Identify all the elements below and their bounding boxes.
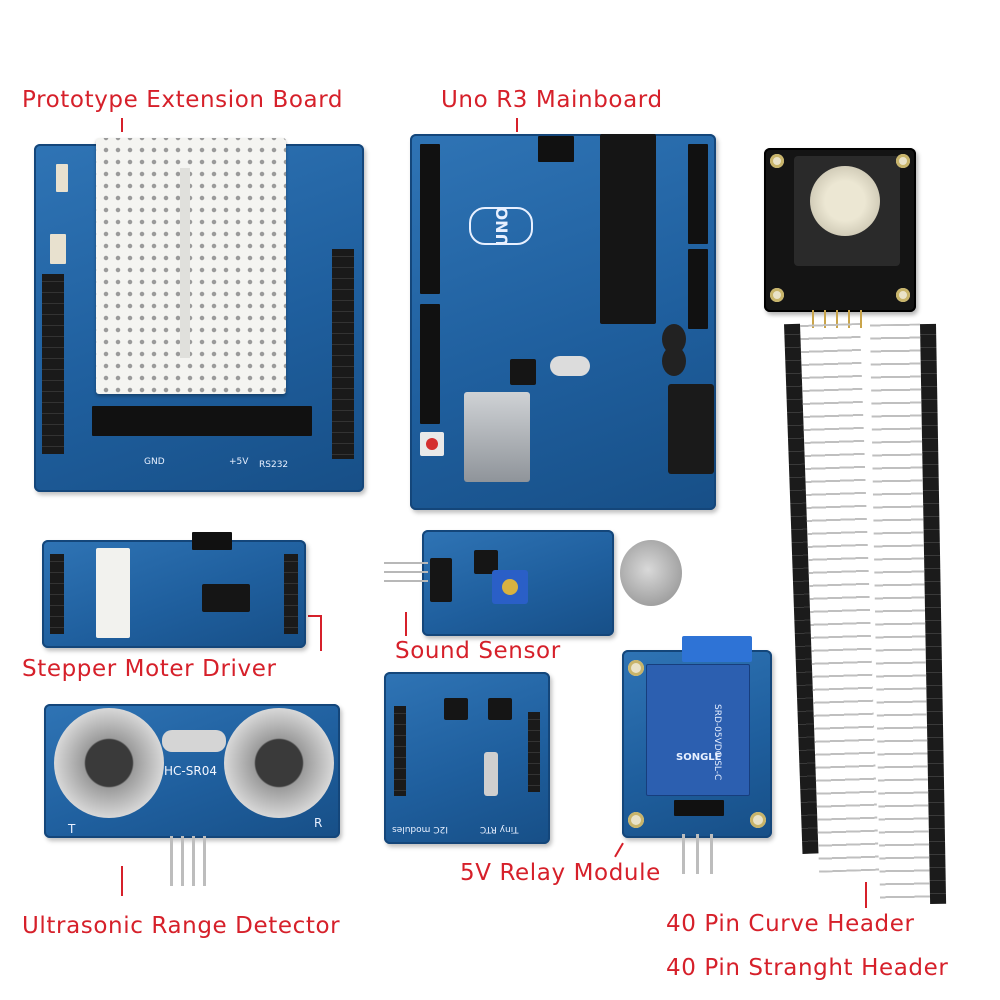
label-uno-r3-mainboard: Uno R3 Mainboard — [441, 87, 663, 113]
mount-hole — [896, 288, 910, 302]
relay-brand-text: SONGLE — [676, 752, 722, 763]
relay-module: SRD-05VDC-SL-C SONGLE — [622, 636, 772, 838]
stepper-motor-connector — [96, 548, 130, 638]
uno-r3-mainboard: UNO — [410, 134, 716, 510]
reset-button — [420, 432, 444, 456]
ultrasonic-range-detector: HC-SR04 T R — [44, 704, 340, 838]
songle-relay: SRD-05VDC-SL-C SONGLE — [646, 664, 750, 796]
rtc-tiny-text: Tiny RTC — [480, 824, 519, 834]
reset-button — [56, 164, 68, 192]
silk-gnd: GND — [144, 457, 165, 467]
mini-breadboard — [96, 138, 286, 394]
sensor-model-text: HC-SR04 — [164, 764, 217, 778]
reset-button-cap — [426, 438, 438, 450]
leader-line-prototype — [121, 118, 123, 132]
usb-b-connector — [464, 392, 530, 482]
leader-line-stepper-h — [308, 615, 322, 617]
uno-logo: UNO — [492, 206, 512, 247]
prototype-extension-board: GND +5V RS232 — [34, 138, 364, 492]
relay-model-text: SRD-05VDC-SL-C — [712, 704, 722, 781]
breadboard-center-channel — [180, 168, 190, 358]
label-prototype-extension-board: Prototype Extension Board — [22, 87, 344, 113]
stepper-left-pins — [50, 554, 64, 634]
uln2003-chip — [202, 584, 250, 612]
bottom-socket-header — [92, 406, 312, 436]
ultrasonic-crystal — [162, 730, 226, 752]
joystick-knob — [810, 166, 880, 236]
relay-pins — [682, 834, 722, 874]
capacitor-2 — [662, 346, 686, 376]
potentiometer-screw — [502, 579, 518, 595]
label-sound-sensor: Sound Sensor — [395, 638, 561, 664]
stepper-right-pins — [284, 554, 298, 634]
silk-rs232: RS232 — [259, 460, 289, 470]
leader-line-uno — [516, 118, 518, 132]
label-40-pin-straight-header: 40 Pin Stranght Header — [666, 955, 949, 981]
leader-line-ultrasonic — [121, 866, 123, 896]
right-pin-header — [332, 249, 354, 459]
rtc-crystal — [484, 752, 498, 796]
rtc-modules-text: I2C modules — [392, 824, 448, 834]
label-40-pin-curve-header: 40 Pin Curve Header — [666, 911, 915, 937]
digital-header-upper — [420, 144, 440, 294]
leader-line-headers — [865, 882, 867, 908]
sound-sensor-pins — [384, 562, 428, 586]
dc-power-jack — [668, 384, 714, 474]
rtc-left-pins — [394, 706, 406, 796]
label-5v-relay-module: 5V Relay Module — [460, 860, 661, 886]
sound-sensor — [422, 530, 614, 636]
analog-header — [688, 144, 708, 244]
rtc-chip-1 — [444, 698, 468, 720]
digital-header-lower — [420, 304, 440, 424]
relay-screw-terminal — [682, 636, 752, 662]
mount-hole — [896, 154, 910, 168]
crystal-oscillator — [550, 356, 590, 376]
sensor-t-text: T — [68, 822, 76, 836]
leader-line-relay — [614, 842, 624, 858]
ultrasonic-receiver — [224, 708, 334, 818]
mount-hole — [770, 288, 784, 302]
stepper-motor-driver — [42, 532, 306, 648]
silk-5v: +5V — [229, 457, 249, 467]
potentiometer — [492, 570, 528, 604]
mount-hole — [628, 660, 644, 676]
left-pin-header — [42, 274, 64, 454]
relay-pin-header — [674, 800, 724, 816]
tiny-rtc-module: I2C modules Tiny RTC — [384, 672, 550, 844]
jumper-header — [192, 532, 232, 550]
atmega-microcontroller — [600, 134, 656, 324]
mount-hole — [770, 154, 784, 168]
sensor-r-text: R — [314, 816, 323, 830]
mount-hole — [628, 812, 644, 828]
microphone — [620, 540, 682, 606]
usb-chip — [510, 359, 536, 385]
ultrasonic-transmitter — [54, 708, 164, 818]
ultrasonic-pins — [170, 836, 214, 886]
sound-sensor-header — [430, 558, 452, 602]
rtc-right-pins — [528, 712, 540, 792]
mount-hole — [750, 812, 766, 828]
rtc-chip-2 — [488, 698, 512, 720]
label-stepper-moter-driver: Stepper Moter Driver — [22, 656, 277, 682]
icsp-header — [538, 136, 574, 162]
push-button — [50, 234, 66, 264]
leader-line-sound — [405, 612, 407, 636]
leader-line-stepper-v — [320, 615, 322, 651]
label-ultrasonic-range-detector: Ultrasonic Range Detector — [22, 913, 341, 939]
joystick-module — [764, 148, 916, 312]
straight-header-pins — [870, 323, 931, 905]
power-header — [688, 249, 708, 329]
